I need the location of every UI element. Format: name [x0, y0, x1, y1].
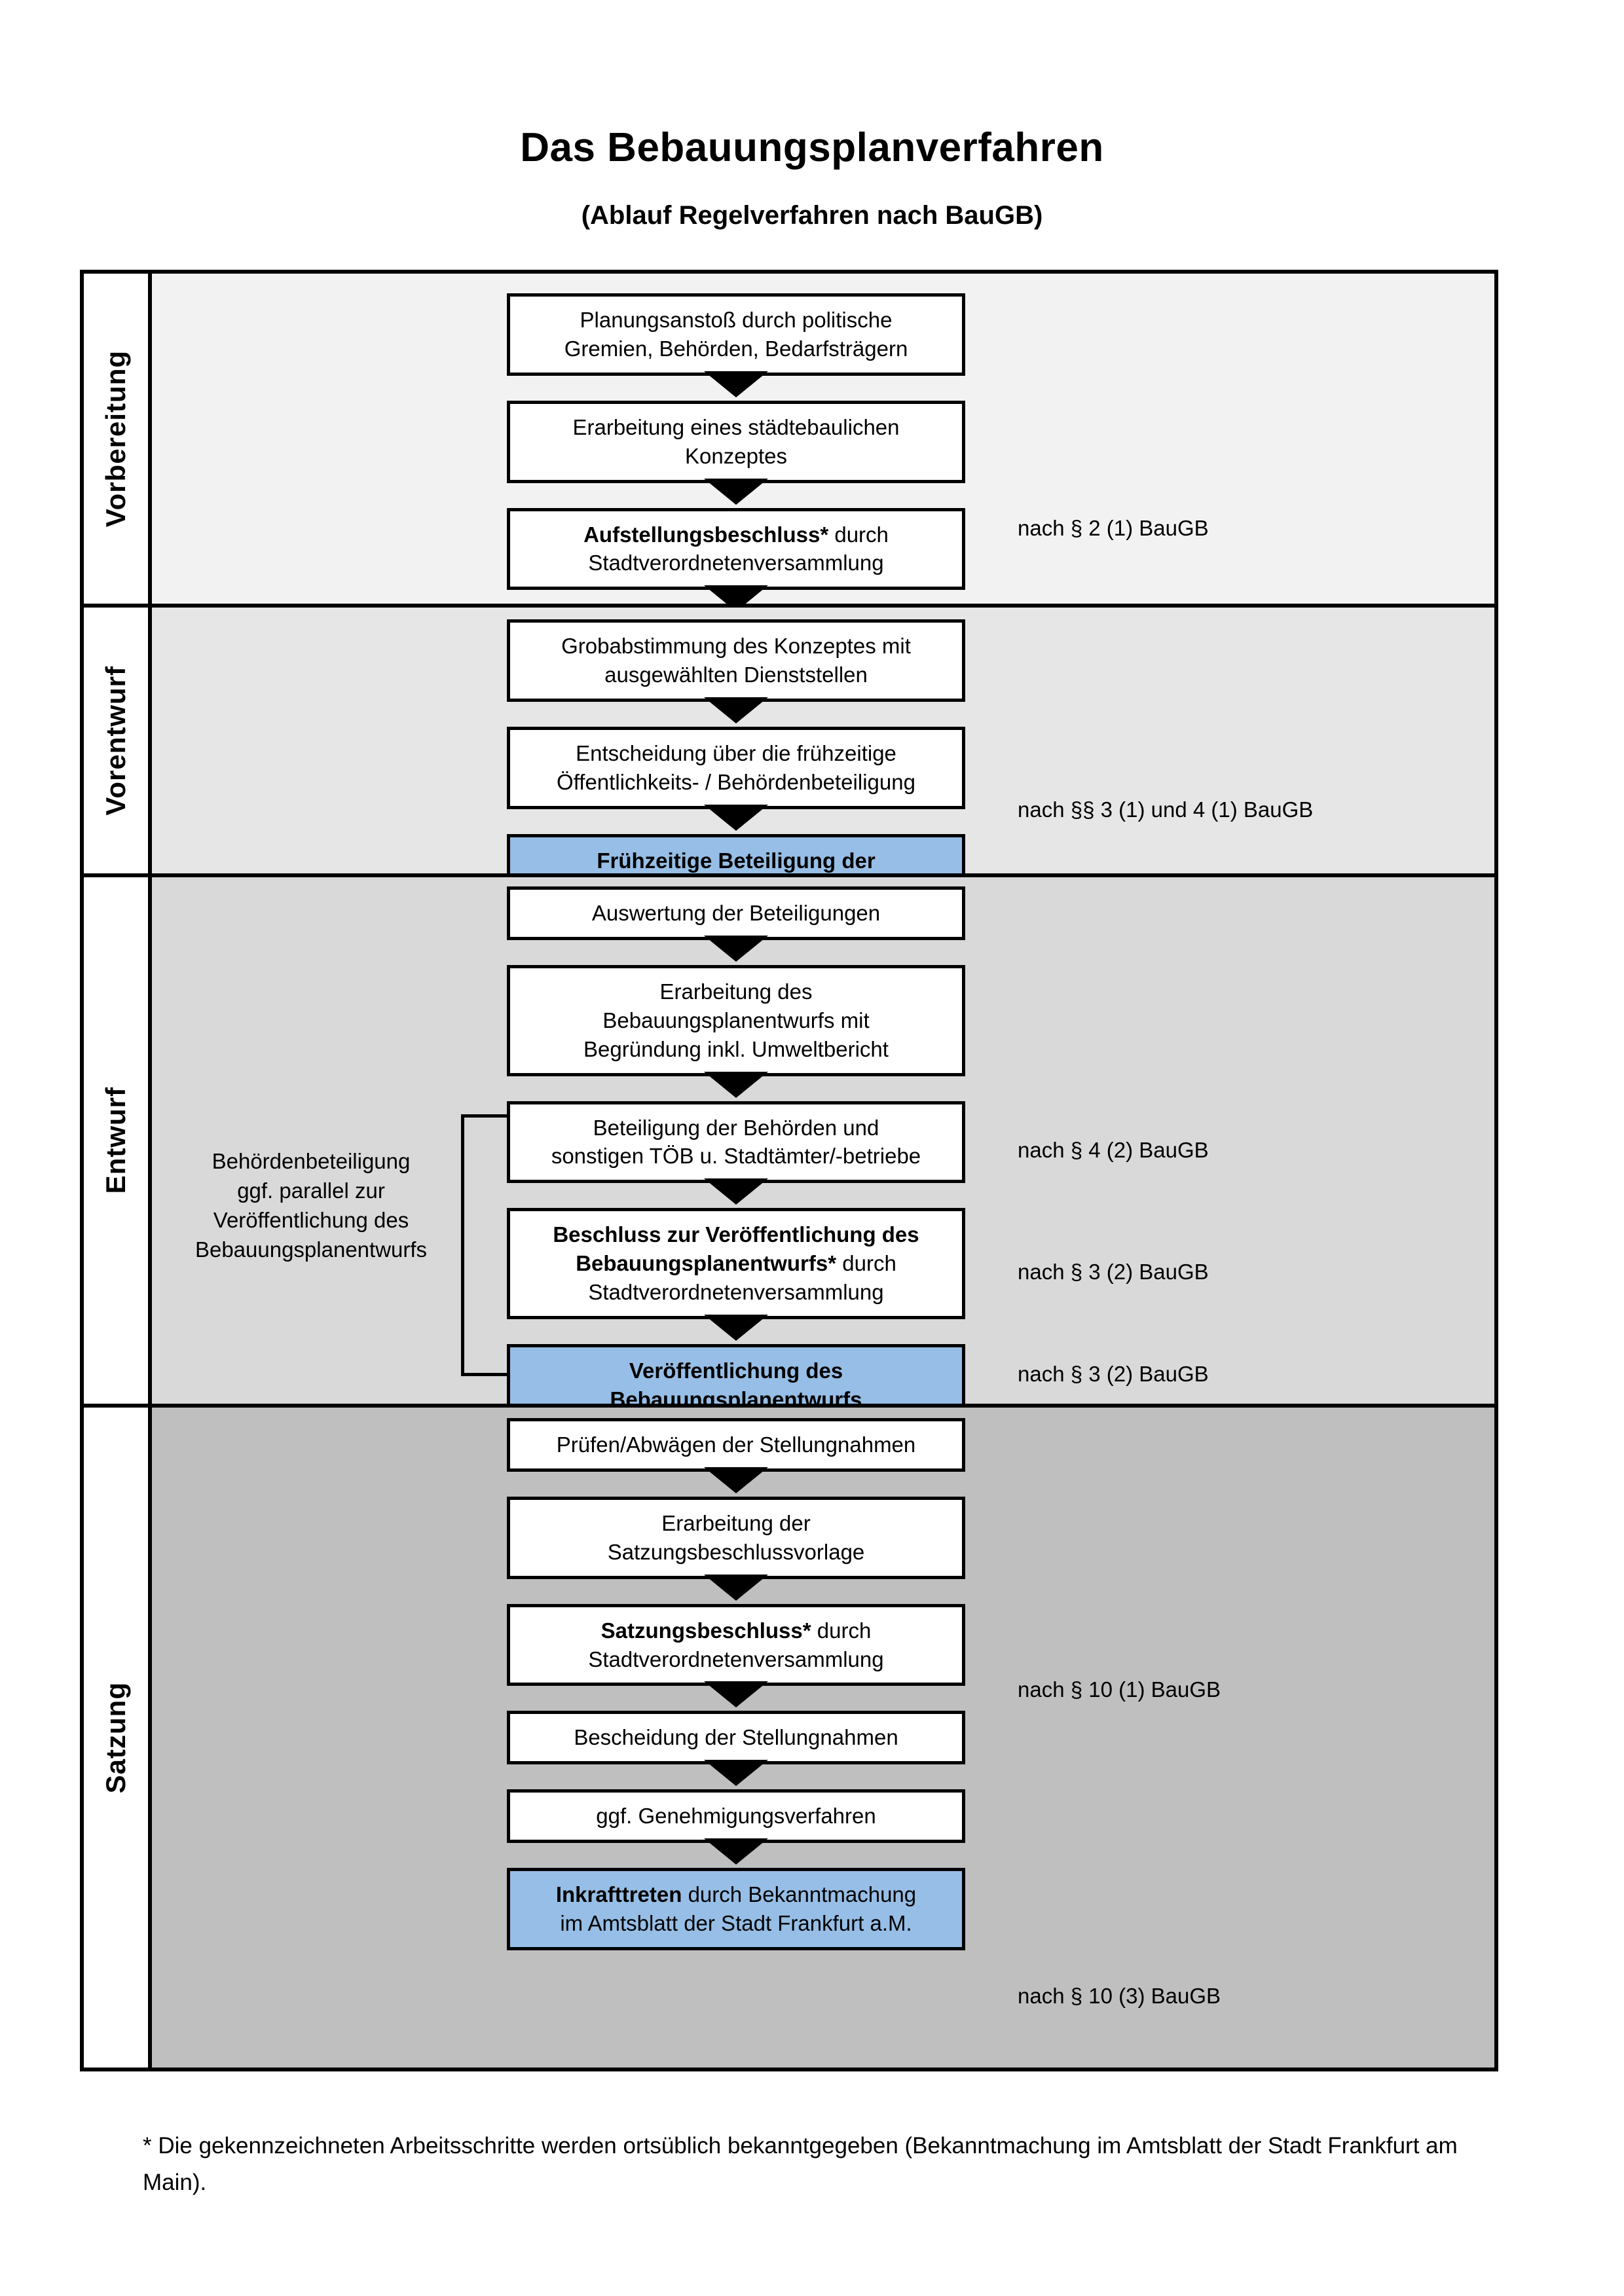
- process-flow-diagram: Vorbereitung Planungsanstoß durch politi…: [80, 270, 1498, 2071]
- step-line: Beteiligung der Behörden und: [593, 1115, 879, 1140]
- step-bescheidung-stellungnahmen[interactable]: Bescheidung der Stellungnahmen: [507, 1711, 965, 1765]
- step-line: Stadtverordnetenversammlung: [588, 551, 884, 575]
- flow-column-entwurf: Auswertung der Beteiligungen Erarbeitung…: [507, 886, 965, 1451]
- page-subtitle: (Ablauf Regelverfahren nach BauGB): [581, 201, 1043, 230]
- step-line-bold: Inkrafttreten: [555, 1882, 682, 1907]
- step-line: Bescheidung der Stellungnahmen: [574, 1725, 898, 1750]
- step-line: ggf. Genehmigungsverfahren: [596, 1804, 876, 1829]
- step-staedtebauliches-konzept[interactable]: Erarbeitung eines städtebaulichen Konzep…: [507, 400, 965, 483]
- phase-body-satzung: Prüfen/Abwägen der Stellungnahmen Erarbe…: [152, 1408, 1494, 2068]
- phase-body-vorentwurf: Grobabstimmung des Konzeptes mit ausgewä…: [152, 608, 1494, 917]
- phase-band-vorentwurf: Vorentwurf Grobabstimmung des Konzeptes …: [84, 604, 1494, 917]
- legal-note-par4-2: nach § 4 (2) BauGB: [1018, 1138, 1209, 1162]
- phase-label-satzung: Satzung: [84, 1408, 152, 2068]
- step-line: Planungsanstoß durch politische: [580, 308, 893, 332]
- footnote-text: * Die gekennzeichneten Arbeitsschritte w…: [143, 2133, 1458, 2195]
- step-line: Begründung inkl. Umweltbericht: [583, 1036, 889, 1061]
- legal-note-par3-2-b: nach § 3 (2) BauGB: [1018, 1362, 1209, 1386]
- phase-band-vorbereitung: Vorbereitung Planungsanstoß durch politi…: [84, 274, 1494, 604]
- step-line: Auswertung der Beteiligungen: [591, 901, 881, 925]
- step-inkrafttreten[interactable]: Inkrafttreten durch Bekanntmachung im Am…: [507, 1868, 965, 1950]
- flow-column-satzung: Prüfen/Abwägen der Stellungnahmen Erarbe…: [507, 1418, 965, 1975]
- step-line: Grobabstimmung des Konzeptes mit: [561, 634, 911, 658]
- phase-band-entwurf: Entwurf Behördenbeteiligung ggf. paralle…: [84, 873, 1494, 1427]
- side-annotation-line: ggf. parallel zur: [237, 1178, 385, 1203]
- step-planungsanstoss[interactable]: Planungsanstoß durch politische Gremien,…: [507, 293, 965, 376]
- step-erarbeitung-bebauungsplanentwurf[interactable]: Erarbeitung des Bebauungsplanentwurfs mi…: [507, 964, 965, 1076]
- step-line: Frühzeitige Beteiligung der: [597, 848, 876, 873]
- step-line: Öffentlichkeits- / Behördenbeteiligung: [557, 769, 915, 794]
- step-satzungsbeschluss[interactable]: Satzungsbeschluss* durch Stadtverordnete…: [507, 1603, 965, 1686]
- step-line-bold: Satzungsbeschluss*: [600, 1618, 811, 1643]
- step-line-bold: Aufstellungsbeschluss*: [583, 522, 829, 547]
- side-annotation-behoerdenbeteiligung: Behördenbeteiligung ggf. parallel zur Ve…: [170, 1147, 452, 1265]
- phase-band-satzung: Satzung Prüfen/Abwägen der Stellungnahme…: [84, 1404, 1494, 2068]
- phase-body-vorbereitung: Planungsanstoß durch politische Gremien,…: [152, 274, 1494, 604]
- phase-label-text: Entwurf: [100, 1087, 131, 1194]
- legal-note-par3-1-4-1: nach §§ 3 (1) und 4 (1) BauGB: [1018, 797, 1314, 822]
- step-line: sonstigen TÖB u. Stadtämter/-betriebe: [551, 1144, 921, 1169]
- step-line: Gremien, Behörden, Bedarfsträgern: [564, 336, 908, 361]
- step-grobabstimmung[interactable]: Grobabstimmung des Konzeptes mit ausgewä…: [507, 619, 965, 702]
- step-erarbeitung-satzungsbeschlussvorlage[interactable]: Erarbeitung der Satzungsbeschlussvorlage: [507, 1496, 965, 1579]
- step-line: Beschluss zur Veröffentlichung des: [553, 1222, 919, 1247]
- legal-note-par10-3: nach § 10 (3) BauGB: [1018, 1984, 1221, 2008]
- side-annotation-line: Veröffentlichung des: [213, 1207, 409, 1232]
- step-aufstellungsbeschluss[interactable]: Aufstellungsbeschluss* durch Stadtverord…: [507, 507, 965, 591]
- step-line: ausgewählten Dienststellen: [604, 662, 868, 687]
- step-line: Erarbeitung des: [659, 979, 813, 1004]
- phase-label-entwurf: Entwurf: [84, 877, 152, 1404]
- phase-label-text: Vorbereitung: [100, 350, 131, 528]
- phase-label-vorentwurf: Vorentwurf: [84, 608, 152, 873]
- step-line: Prüfen/Abwägen der Stellungnahmen: [556, 1432, 916, 1457]
- phase-label-vorbereitung: Vorbereitung: [84, 274, 152, 604]
- step-beschluss-veroeffentlichung[interactable]: Beschluss zur Veröffentlichung des Bebau…: [507, 1208, 965, 1319]
- step-line: Aufstellungsbeschluss* durch: [583, 522, 889, 547]
- phase-body-entwurf: Behördenbeteiligung ggf. parallel zur Ve…: [152, 877, 1494, 1427]
- step-line: Erarbeitung eines städtebaulichen: [572, 414, 900, 439]
- flow-column-vorbereitung: Planungsanstoß durch politische Gremien,…: [507, 293, 965, 615]
- phase-label-text: Satzung: [100, 1681, 131, 1794]
- step-genehmigungsverfahren[interactable]: ggf. Genehmigungsverfahren: [507, 1789, 965, 1844]
- step-line: Satzungsbeschlussvorlage: [607, 1539, 865, 1564]
- step-pruefen-abwaegen[interactable]: Prüfen/Abwägen der Stellungnahmen: [507, 1418, 965, 1472]
- step-beteiligung-behoerden-toeb[interactable]: Beteiligung der Behörden und sonstigen T…: [507, 1101, 965, 1184]
- connector-top-segment: [461, 1114, 509, 1118]
- step-line: Erarbeitung der: [661, 1510, 811, 1535]
- legal-note-par3-2-a: nach § 3 (2) BauGB: [1018, 1260, 1209, 1284]
- step-auswertung-beteiligungen[interactable]: Auswertung der Beteiligungen: [507, 886, 965, 940]
- connector-vertical-segment: [461, 1114, 464, 1376]
- step-entscheidung-fruehzeitige-beteiligung[interactable]: Entscheidung über die frühzeitige Öffent…: [507, 726, 965, 809]
- side-annotation-line: Bebauungsplanentwurfs: [194, 1237, 428, 1262]
- step-line: Konzeptes: [685, 443, 787, 468]
- phase-label-text: Vorentwurf: [100, 665, 131, 816]
- step-line: Stadtverordnetenversammlung: [588, 1647, 884, 1671]
- connector-bottom-segment: [461, 1373, 509, 1376]
- side-annotation-line: Behördenbeteiligung: [212, 1149, 411, 1173]
- step-line: Veröffentlichung des: [629, 1358, 843, 1383]
- step-line: Entscheidung über die frühzeitige: [576, 740, 896, 765]
- legal-note-par10-1: nach § 10 (1) BauGB: [1018, 1677, 1221, 1702]
- legal-note-par2-1: nach § 2 (1) BauGB: [1018, 516, 1209, 540]
- step-line: Bebauungsplanentwurfs*: [576, 1251, 837, 1276]
- parallel-process-connector: [461, 1114, 529, 1387]
- step-line: im Amtsblatt der Stadt Frankfurt a.M.: [560, 1911, 912, 1935]
- document-header: Das Bebauungsplanverfahren (Ablauf Regel…: [0, 0, 1624, 230]
- step-line: Bebauungsplanentwurfs mit: [602, 1008, 870, 1032]
- page-title: Das Bebauungsplanverfahren: [520, 125, 1104, 170]
- step-line: Stadtverordnetenversammlung: [588, 1280, 884, 1304]
